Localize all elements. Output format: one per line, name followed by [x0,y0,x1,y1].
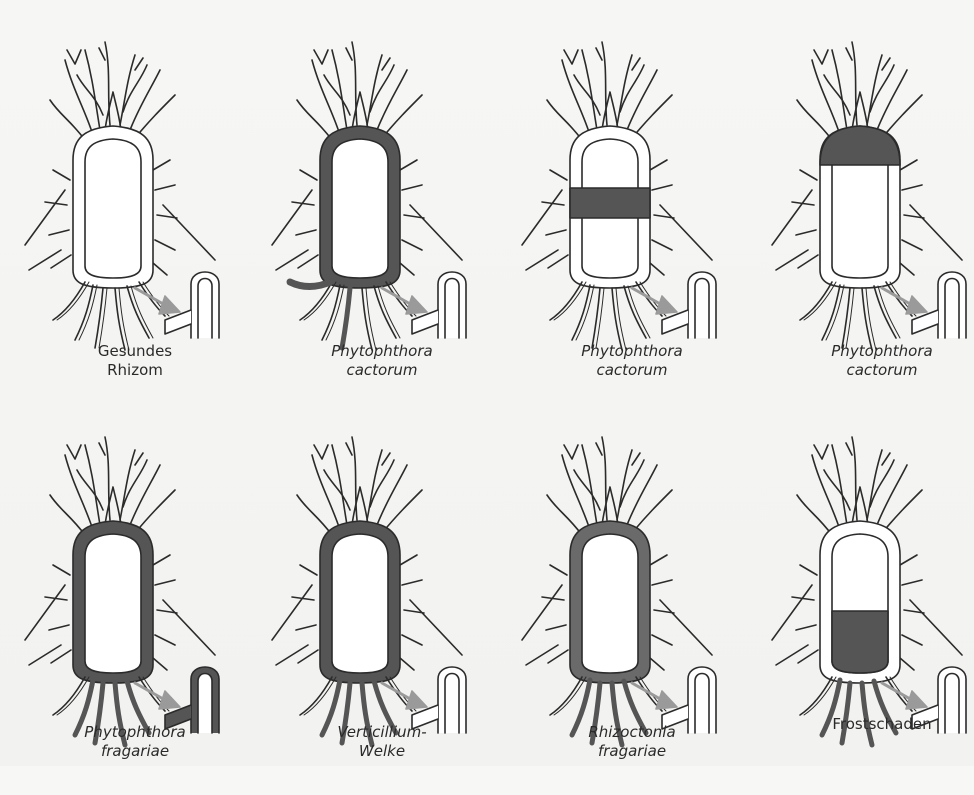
caption-line: Phytophthora [762,342,974,361]
rhizome-drawing [25,42,219,350]
root [300,677,332,715]
rhizome-illustration [15,20,255,350]
root [800,677,832,715]
arrow-shaft [382,288,412,305]
root [550,282,582,320]
root [592,288,600,348]
root [53,282,85,320]
arrow-head [656,296,677,314]
rhizome-drawing [272,437,466,745]
diseased-root [290,282,330,287]
rhizome-illustration [262,20,502,350]
rhizome-illustration [262,415,502,745]
root [550,677,582,715]
caption-line: Phytophthora [512,342,752,361]
rhizome-core [332,534,388,673]
panel-frostschaden: Frostschaden [762,415,974,795]
caption: Phytophthoracactorum [512,342,752,380]
arrow-head [656,691,677,709]
diseased-band [570,188,650,218]
panel-verticillium-welke: Verticillium-Welke [262,415,502,795]
arrow-head [406,296,427,314]
rhizome-illustration [512,20,752,350]
crown-bud [602,487,618,525]
caption-line: Rhizoctonia [512,723,752,742]
crown-bud [852,487,868,525]
crown-bud [852,92,868,130]
rhizome-illustration [15,415,255,745]
rhizome-drawing [25,437,219,745]
rhizome-core [582,534,638,673]
rhizome-core [85,534,141,673]
arrow-shaft [632,683,662,700]
rhizome-illustration [762,20,974,350]
rhizome-drawing [772,437,966,745]
arrow-shaft [882,288,912,305]
caption-line: Verticillium- [262,723,502,742]
rhizome-core [332,139,388,278]
caption-line: Phytophthora [262,342,502,361]
caption-line: cactorum [262,361,502,380]
caption: Frostschaden [762,715,974,734]
crown-bud [352,487,368,525]
root [342,288,350,348]
crown-bud [105,487,121,525]
arrow-head [906,296,927,314]
caption-line: Welke [262,742,502,761]
rhizome-drawing [772,42,966,350]
rhizome-drawing [272,42,466,350]
caption-line: Rhizom [15,361,255,380]
arrow-head [406,691,427,709]
caption: Verticillium-Welke [262,723,502,761]
arrow-shaft [135,288,165,305]
arrow-shaft [382,683,412,700]
caption-line: Frostschaden [762,715,974,734]
root [95,288,103,348]
rhizome-illustration [512,415,752,745]
rhizome-drawing [522,437,716,745]
caption-line: Gesundes [15,342,255,361]
arrow-shaft [135,683,165,700]
crown-bud [352,92,368,130]
rhizome-drawing [522,42,716,350]
caption-line: cactorum [512,361,752,380]
root [800,282,832,320]
frost-damage [832,611,888,673]
caption-line: cactorum [762,361,974,380]
caption-line: Phytophthora [15,723,255,742]
crown-bud [105,92,121,130]
arrow-shaft [882,683,912,700]
root [53,677,85,715]
root [842,683,850,743]
caption-line: fragariae [512,742,752,761]
rhizome-core [85,139,141,278]
root [842,288,850,348]
crown-bud [602,92,618,130]
root [862,683,872,745]
caption-line: fragariae [15,742,255,761]
arrow-head [159,691,180,709]
arrow-shaft [632,288,662,305]
arrow-head [159,296,180,314]
rhizome-illustration [762,415,974,745]
arrow-head [906,691,927,709]
